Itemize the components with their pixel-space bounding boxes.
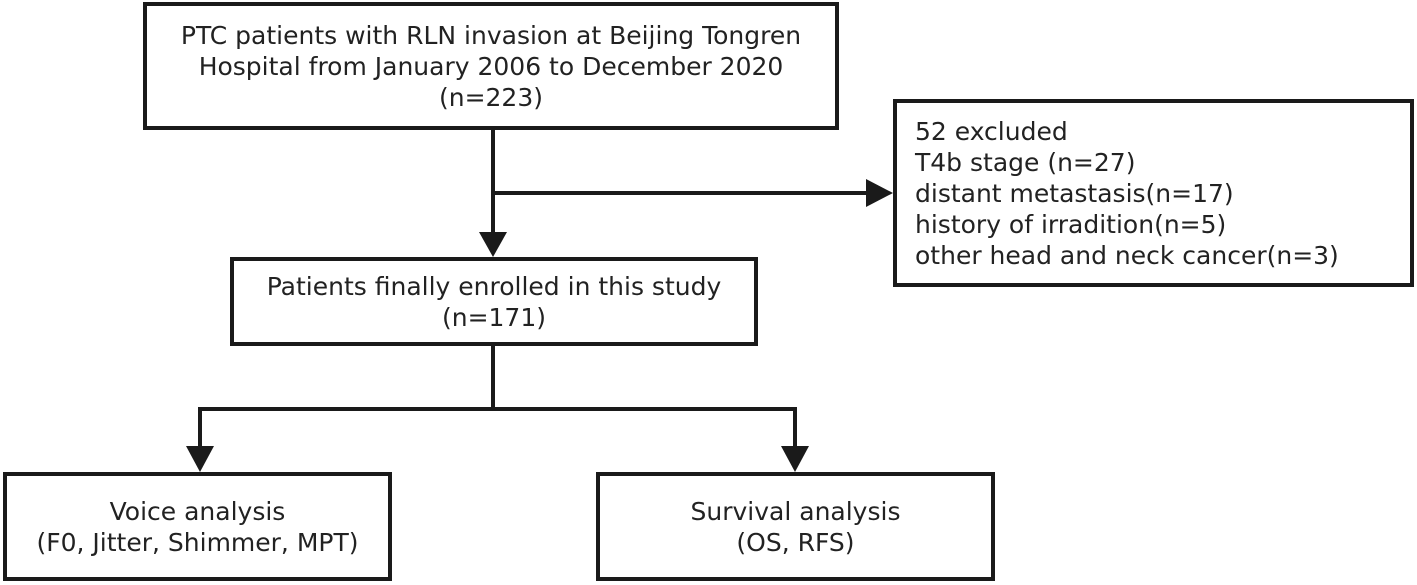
excluded-item: history of irradition(n=5) xyxy=(915,209,1227,239)
excluded-item: distant metastasis(n=17) xyxy=(915,178,1234,208)
source-population-box: PTC patients with RLN invasion at Beijin… xyxy=(143,2,839,130)
survival-analysis-measures: (OS, RFS) xyxy=(736,527,855,557)
arrowhead-to-survival xyxy=(781,446,809,472)
arrowhead-to-excluded xyxy=(866,179,893,207)
source-count: (n=223) xyxy=(438,82,544,112)
excluded-box: 52 excluded T4b stage (n=27) distant met… xyxy=(893,99,1414,287)
source-line-2: Hospital from January 2006 to December 2… xyxy=(198,51,784,81)
survival-analysis-title: Survival analysis xyxy=(690,496,901,526)
arrowhead-to-enrolled xyxy=(479,232,507,257)
enrolled-count: (n=171) xyxy=(441,302,547,332)
excluded-title: 52 excluded xyxy=(915,116,1068,146)
enrolled-label: Patients finally enrolled in this study xyxy=(266,271,722,301)
survival-analysis-box: Survival analysis (OS, RFS) xyxy=(596,472,995,581)
arrowhead-to-voice xyxy=(186,446,214,472)
excluded-item: T4b stage (n=27) xyxy=(915,147,1136,177)
voice-analysis-title: Voice analysis xyxy=(109,496,286,526)
excluded-item: other head and neck cancer(n=3) xyxy=(915,240,1339,270)
source-line-1: PTC patients with RLN invasion at Beijin… xyxy=(180,20,802,50)
enrolled-box: Patients finally enrolled in this study … xyxy=(230,257,758,346)
voice-analysis-measures: (F0, Jitter, Shimmer, MPT) xyxy=(36,527,359,557)
voice-analysis-box: Voice analysis (F0, Jitter, Shimmer, MPT… xyxy=(3,472,392,581)
